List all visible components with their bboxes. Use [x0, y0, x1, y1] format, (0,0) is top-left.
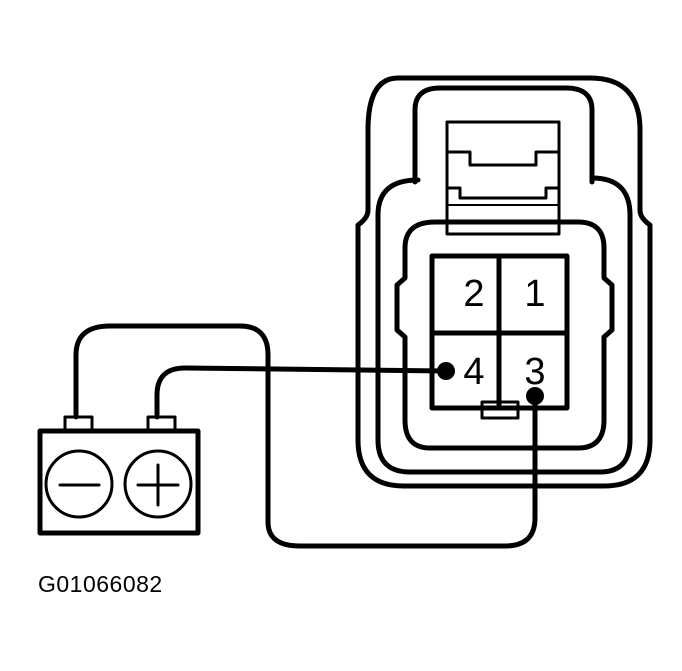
- battery-positive-terminal: [146, 415, 177, 433]
- pin-label-2: 2: [463, 273, 484, 315]
- connector-face: [394, 219, 615, 451]
- wire-negative-to-pin-3: [73, 323, 538, 549]
- figure-id: G01066082: [38, 571, 163, 597]
- connector-latch: [445, 120, 561, 236]
- pin-label-4: 4: [463, 351, 484, 393]
- connector-outer-shell: [355, 75, 653, 489]
- pin-cavity-grid: [429, 253, 570, 420]
- battery: [37, 415, 201, 536]
- connector-inner-shell: [375, 175, 633, 475]
- battery-negative-circle: [44, 449, 114, 519]
- battery-positive-circle: [123, 449, 193, 519]
- connector-housing: 2 1 4 3: [355, 75, 653, 489]
- pin-label-3: 3: [524, 351, 545, 393]
- connector-top-hood: [412, 85, 595, 185]
- pin-label-1: 1: [524, 273, 545, 315]
- battery-body: [37, 428, 201, 536]
- battery-negative-terminal: [63, 415, 94, 433]
- wire-positive-to-pin-4: [154, 365, 449, 420]
